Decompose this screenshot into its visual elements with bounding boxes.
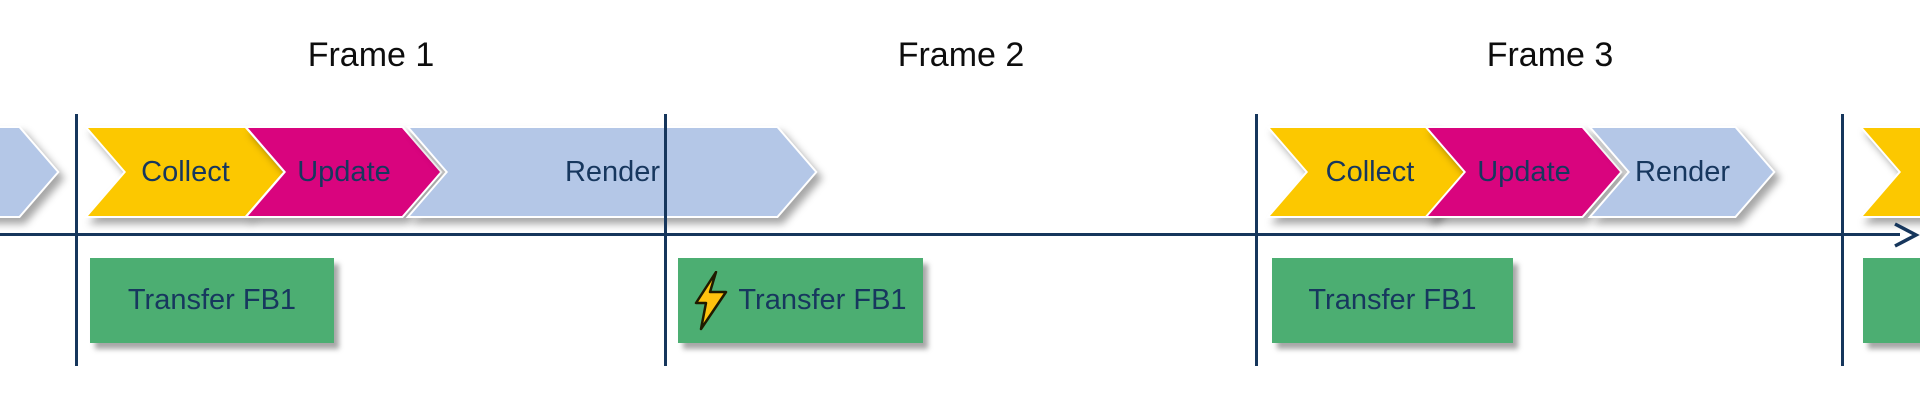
stage-label: Collect	[141, 155, 230, 188]
chevron-shape	[1858, 126, 1920, 218]
timeline-arrowhead-icon	[1894, 222, 1920, 248]
chevron-shape	[405, 126, 818, 218]
frame-3-label: Frame 3	[1486, 36, 1614, 74]
chevron-shape	[243, 126, 443, 218]
chevron-shape	[1587, 126, 1776, 218]
stage-label: Update	[1477, 155, 1571, 188]
stage-label: Render	[1634, 155, 1731, 188]
stage-chevron-render-frame1: Render	[405, 126, 818, 218]
transfer-box-frame3: Transfer FB1	[1272, 258, 1513, 343]
stage-chevron-update-frame3: Update	[1423, 126, 1623, 218]
stage-chevron-collect-frame1: Collect	[83, 126, 286, 218]
stage-label: Render	[564, 155, 661, 188]
stage-label: Update	[297, 155, 391, 188]
transfer-box-frame1: Transfer FB1	[90, 258, 334, 343]
stage-chevron-render-previous-partial	[0, 126, 60, 218]
transfer-box-frame2: Transfer FB1	[678, 258, 923, 343]
lightning-icon	[695, 270, 728, 330]
stage-chevron-collect-next-partial	[1858, 126, 1920, 218]
frame-divider-3	[1255, 114, 1258, 366]
chevron-shape	[1423, 126, 1623, 218]
frame-divider-1	[75, 114, 78, 366]
chevron-shape	[0, 126, 60, 218]
stage-label: Collect	[1325, 155, 1415, 188]
stage-chevron-render-frame3: Render	[1587, 126, 1776, 218]
frame-divider-2	[664, 114, 667, 366]
transfer-label: Transfer FB1	[127, 284, 297, 316]
frame-2-label: Frame 2	[897, 36, 1025, 74]
transfer-box-next-partial	[1863, 258, 1920, 343]
transfer-label: Transfer FB1	[738, 284, 907, 316]
transfer-label: Transfer FB1	[1308, 284, 1477, 316]
stage-chevron-update-frame1: Update	[243, 126, 443, 218]
frame-1-label: Frame 1	[307, 36, 435, 74]
frame-divider-4	[1841, 114, 1844, 366]
timeline-axis	[0, 233, 1900, 236]
chevron-shape	[83, 126, 286, 218]
